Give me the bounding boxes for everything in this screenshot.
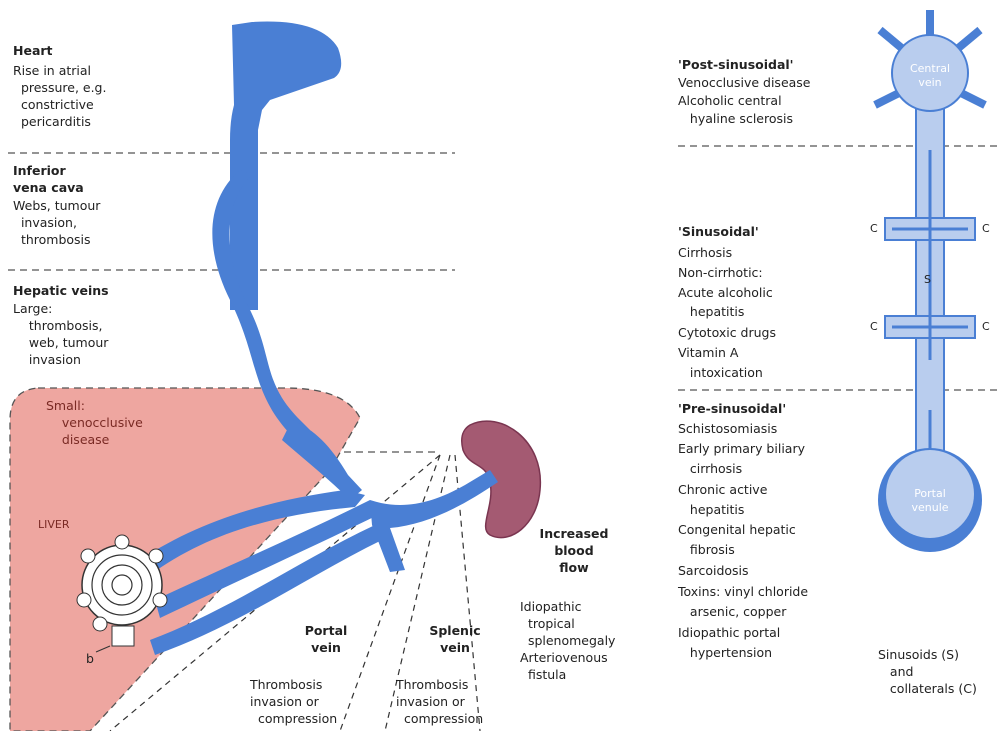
increased-title-3: flow — [534, 559, 614, 576]
hepatic-line-3: web, tumour — [13, 334, 108, 351]
pre-line-4: Chronic active — [678, 481, 767, 498]
heart-line-4: pericarditis — [13, 113, 91, 130]
sinusoidal-line-6: Vitamin A — [678, 344, 738, 361]
heart-line-3: constrictive — [13, 96, 94, 113]
sinusoidal-line-3: Acute alcoholic — [678, 284, 773, 301]
pre-line-2: Early primary biliary — [678, 440, 805, 457]
splenic-vein-line-1: Thrombosis — [396, 676, 468, 693]
central-vein-label-2: vein — [900, 76, 960, 89]
hepatic-title: Hepatic veins — [13, 282, 109, 299]
pre-line-8: Sarcoidosis — [678, 562, 749, 579]
pre-line-10: arsenic, copper — [678, 603, 786, 620]
sinusoidal-line-1: Cirrhosis — [678, 244, 732, 261]
sinusoidal-line-2: Non-cirrhotic: — [678, 264, 763, 281]
splenic-vein-title-1: Splenic — [424, 622, 486, 639]
spleen-shape — [462, 421, 541, 537]
portal-vein-line-2: invasion or — [250, 693, 319, 710]
hepatic-line-1: Large: — [13, 300, 52, 317]
pre-line-9: Toxins: vinyl chloride — [678, 583, 808, 600]
pre-line-12: hypertension — [678, 644, 772, 661]
pre-line-11: Idiopathic portal — [678, 624, 780, 641]
ivc-title-1: Inferior — [13, 162, 66, 179]
ivc-title-2: vena cava — [13, 179, 84, 196]
small-line-1: Small: — [46, 397, 85, 414]
c-label-right-top: C — [982, 222, 990, 235]
portal-venule-label-1: Portal — [900, 487, 960, 500]
hepatic-line-2: thrombosis, — [13, 317, 102, 334]
central-vein-label-1: Central — [900, 62, 960, 75]
post-title: 'Post-sinusoidal' — [678, 56, 794, 73]
splenic-vein-line-2: invasion or — [396, 693, 465, 710]
portal-vein-title-1: Portal — [296, 622, 356, 639]
portal-venule-label-2: venule — [900, 501, 960, 514]
increased-line-3: splenomegaly — [520, 632, 615, 649]
pre-line-1: Schistosomiasis — [678, 420, 777, 437]
pre-line-6: Congenital hepatic — [678, 521, 796, 538]
ivc-line-3: thrombosis — [13, 231, 91, 248]
sinusoidal-line-5: Cytotoxic drugs — [678, 324, 776, 341]
sinusoidal-line-4: hepatitis — [678, 303, 744, 320]
legend-line-1: Sinusoids (S) — [878, 646, 959, 663]
increased-title-1: Increased — [534, 525, 614, 542]
legend-line-2: and — [878, 663, 913, 680]
hepatic-line-4: invasion — [13, 351, 81, 368]
ivc-line-1: Webs, tumour — [13, 197, 100, 214]
pre-title: 'Pre-sinusoidal' — [678, 400, 786, 417]
sinusoidal-line-7: intoxication — [678, 364, 763, 381]
heart-shape — [230, 22, 341, 310]
heart-line-1: Rise in atrial — [13, 62, 91, 79]
c-label-left-bottom: C — [870, 320, 878, 333]
small-line-2: venocclusive — [46, 414, 143, 431]
post-line-2: Alcoholic central — [678, 92, 782, 109]
increased-line-5: fistula — [520, 666, 566, 683]
heart-title: Heart — [13, 42, 53, 59]
sinusoidal-title: 'Sinusoidal' — [678, 223, 759, 240]
increased-line-4: Arteriovenous — [520, 649, 608, 666]
increased-line-1: Idiopathic — [520, 598, 582, 615]
c-label-left-top: C — [870, 222, 878, 235]
increased-title-2: blood — [534, 542, 614, 559]
pre-line-5: hepatitis — [678, 501, 744, 518]
portal-vein-line-1: Thrombosis — [250, 676, 322, 693]
liver-label: LIVER — [38, 518, 70, 531]
pre-line-3: cirrhosis — [678, 460, 742, 477]
splenic-vein-title-2: vein — [424, 639, 486, 656]
post-line-3: hyaline sclerosis — [678, 110, 793, 127]
heart-line-2: pressure, e.g. — [13, 79, 106, 96]
post-line-1: Venocclusive disease — [678, 74, 811, 91]
increased-line-2: tropical — [520, 615, 575, 632]
b-label: b — [86, 650, 94, 667]
small-line-3: disease — [46, 431, 109, 448]
splenic-vein-line-3: compression — [396, 710, 483, 727]
portal-vein-title-2: vein — [296, 639, 356, 656]
portal-vein-line-3: compression — [250, 710, 337, 727]
ivc-line-2: invasion, — [13, 214, 77, 231]
pre-line-7: fibrosis — [678, 541, 735, 558]
c-label-right-bottom: C — [982, 320, 990, 333]
legend-line-3: collaterals (C) — [878, 680, 977, 697]
s-label: S — [924, 273, 931, 286]
